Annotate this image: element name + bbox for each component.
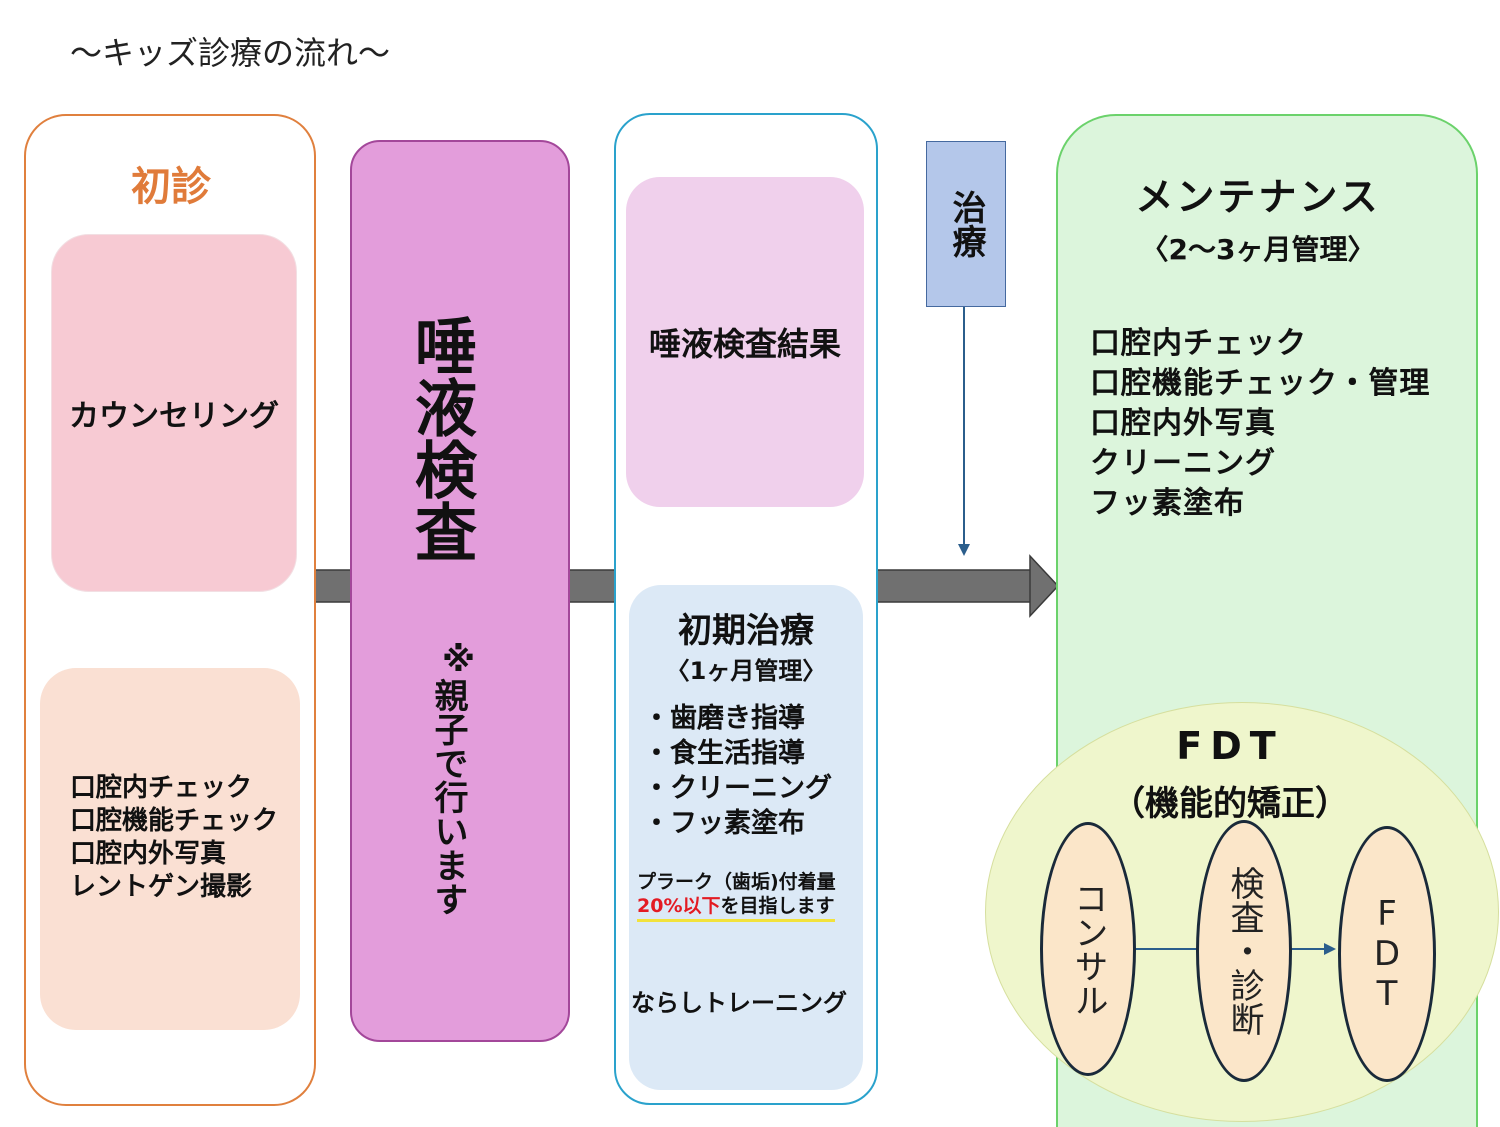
treatment-tag: 治療 [926, 141, 1006, 307]
fdt-step-label: FDT [1367, 894, 1407, 1014]
maintenance-item: フッ素塗布 [1090, 486, 1245, 521]
results-panel: 唾液検査結果 初期治療 〈1ヶ月管理〉 ・歯磨き指導 ・食生活指導 ・クリーニン… [614, 113, 878, 1105]
first-visit-panel: 初診 カウンセリング 口腔内チェック 口腔機能チェック 口腔内外写真 レントゲン… [24, 114, 316, 1106]
initial-treatment-period: 〈1ヶ月管理〉 [665, 657, 827, 685]
maintenance-title: メンテナンス [1135, 175, 1381, 219]
maintenance-item: 口腔内外写真 [1090, 406, 1276, 441]
first-visit-check-item: 口腔内チェック [70, 773, 253, 803]
saliva-result-box: 唾液検査結果 [626, 177, 864, 507]
plaque-goal-line1: プラーク（歯垢)付着量 [637, 871, 836, 893]
counseling-label: カウンセリング [69, 399, 279, 434]
first-visit-title: 初診 [131, 164, 211, 210]
maintenance-item: 口腔内チェック [1090, 326, 1307, 361]
first-visit-check-item: 口腔機能チェック [70, 806, 279, 836]
first-visit-check-list: 口腔内チェック 口腔機能チェック 口腔内外写真 レントゲン撮影 [70, 772, 278, 904]
training-label: ならしトレーニング [631, 989, 847, 1017]
initial-treatment-list: ・歯磨き指導 ・食生活指導 ・クリーニング ・フッ素塗布 [643, 701, 832, 841]
treatment-down-arrow [958, 307, 970, 556]
initial-treatment-item: ・食生活指導 [643, 738, 805, 769]
plaque-goal-percent: 20%以下 [637, 895, 721, 917]
fdt-step-label: コンサル [1068, 881, 1108, 1017]
fdt-step-exam: 検査・診断 [1196, 820, 1292, 1082]
initial-treatment-item: ・フッ素塗布 [643, 808, 805, 839]
saliva-test-note: 親子で行います [428, 678, 468, 916]
plaque-goal-rest: を目指します [720, 895, 835, 917]
page-title: 〜キッズ診療の流れ〜 [70, 34, 391, 72]
saliva-test-title: 唾液検査 [404, 314, 477, 562]
initial-treatment-item: ・歯磨き指導 [643, 703, 805, 734]
fdt-step-label: 検査・診断 [1224, 866, 1264, 1036]
fdt-step-consult: コンサル [1040, 822, 1136, 1076]
saliva-result-label: 唾液検査結果 [648, 325, 841, 363]
plaque-goal-line2: 20%以下を目指します [637, 891, 835, 922]
saliva-note-mark: ※ [442, 640, 476, 680]
initial-treatment-box: 初期治療 〈1ヶ月管理〉 ・歯磨き指導 ・食生活指導 ・クリーニング ・フッ素塗… [629, 585, 863, 1090]
fdt-step-fdt: FDT [1338, 826, 1436, 1082]
counseling-box: カウンセリング [51, 234, 297, 592]
treatment-label: 治療 [946, 190, 986, 258]
maintenance-item: クリーニング [1090, 446, 1276, 481]
first-visit-check-item: 口腔内外写真 [70, 839, 227, 869]
saliva-test-panel: 唾液検査 ※ 親子で行います [350, 140, 570, 1042]
initial-treatment-title: 初期治療 [678, 611, 814, 651]
maintenance-period: 〈2〜3ヶ月管理〉 [1140, 233, 1376, 266]
maintenance-item: 口腔機能チェック・管理 [1090, 366, 1431, 401]
step-arrow-head [1324, 943, 1336, 955]
fdt-title: FDT [1176, 724, 1284, 768]
first-visit-checks-box: 口腔内チェック 口腔機能チェック 口腔内外写真 レントゲン撮影 [40, 668, 300, 1030]
maintenance-list: 口腔内チェック 口腔機能チェック・管理 口腔内外写真 クリーニング フッ素塗布 [1090, 324, 1430, 524]
first-visit-check-item: レントゲン撮影 [70, 872, 253, 902]
fdt-subtitle: （機能的矯正） [1111, 784, 1349, 824]
initial-treatment-item: ・クリーニング [643, 773, 832, 804]
